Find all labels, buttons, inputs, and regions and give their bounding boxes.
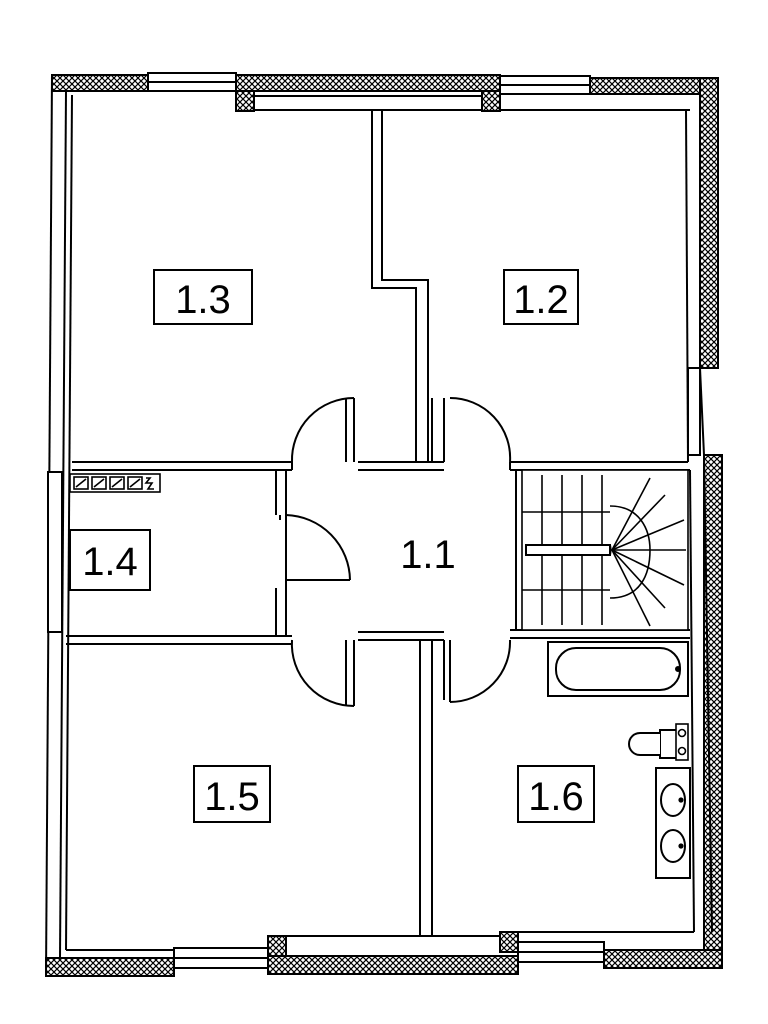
outer-wall-bottom-right [603,949,723,969]
door-swing-icon [290,639,355,708]
room-number: 1.6 [528,775,584,819]
window-icon [147,72,237,92]
outer-wall-bottom-left [45,957,175,977]
pier-bottom-left [267,935,287,957]
doors [279,396,512,708]
door-swing-icon [290,397,355,470]
room-label-1.3: 1.3 [153,269,253,325]
door-swing-icon [279,514,351,588]
door-swing-icon [449,396,512,470]
door-swing-icon [449,639,512,703]
room-number: 1.3 [175,278,231,322]
bathtub-icon [547,641,689,697]
room-label-1.6: 1.6 [517,765,595,823]
outer-wall-top-middle [235,74,501,92]
pier-top-left [235,90,255,112]
windows [47,72,701,969]
pier-bottom-right [499,931,519,953]
room-label-1.5: 1.5 [193,765,271,823]
window-icon [173,947,269,969]
staircase-icon [521,469,689,631]
outer-wall-top-left [51,74,149,92]
room-number: 1.2 [513,278,569,322]
room-label-1.2: 1.2 [503,269,579,325]
radiator-icon [69,473,161,493]
window-icon [47,471,63,633]
outer-wall-top-right [589,77,719,95]
washing-machine-icon [675,723,689,761]
room-number: 1.4 [82,540,138,584]
outer-wall-bottom-middle [267,955,519,975]
room-number: 1.1 [400,533,456,577]
toilet-icon [628,729,679,759]
outer-wall-right-lower [703,454,723,961]
pier-top-right [481,90,501,112]
window-icon [687,367,701,456]
window-icon [517,941,605,963]
room-number: 1.5 [204,775,260,819]
room-label-1.1: 1.1 [389,523,467,581]
room-label-1.4: 1.4 [69,529,151,591]
outer-wall-right-upper [699,77,719,369]
window-icon [499,75,591,95]
washbasin-icon [655,767,691,879]
